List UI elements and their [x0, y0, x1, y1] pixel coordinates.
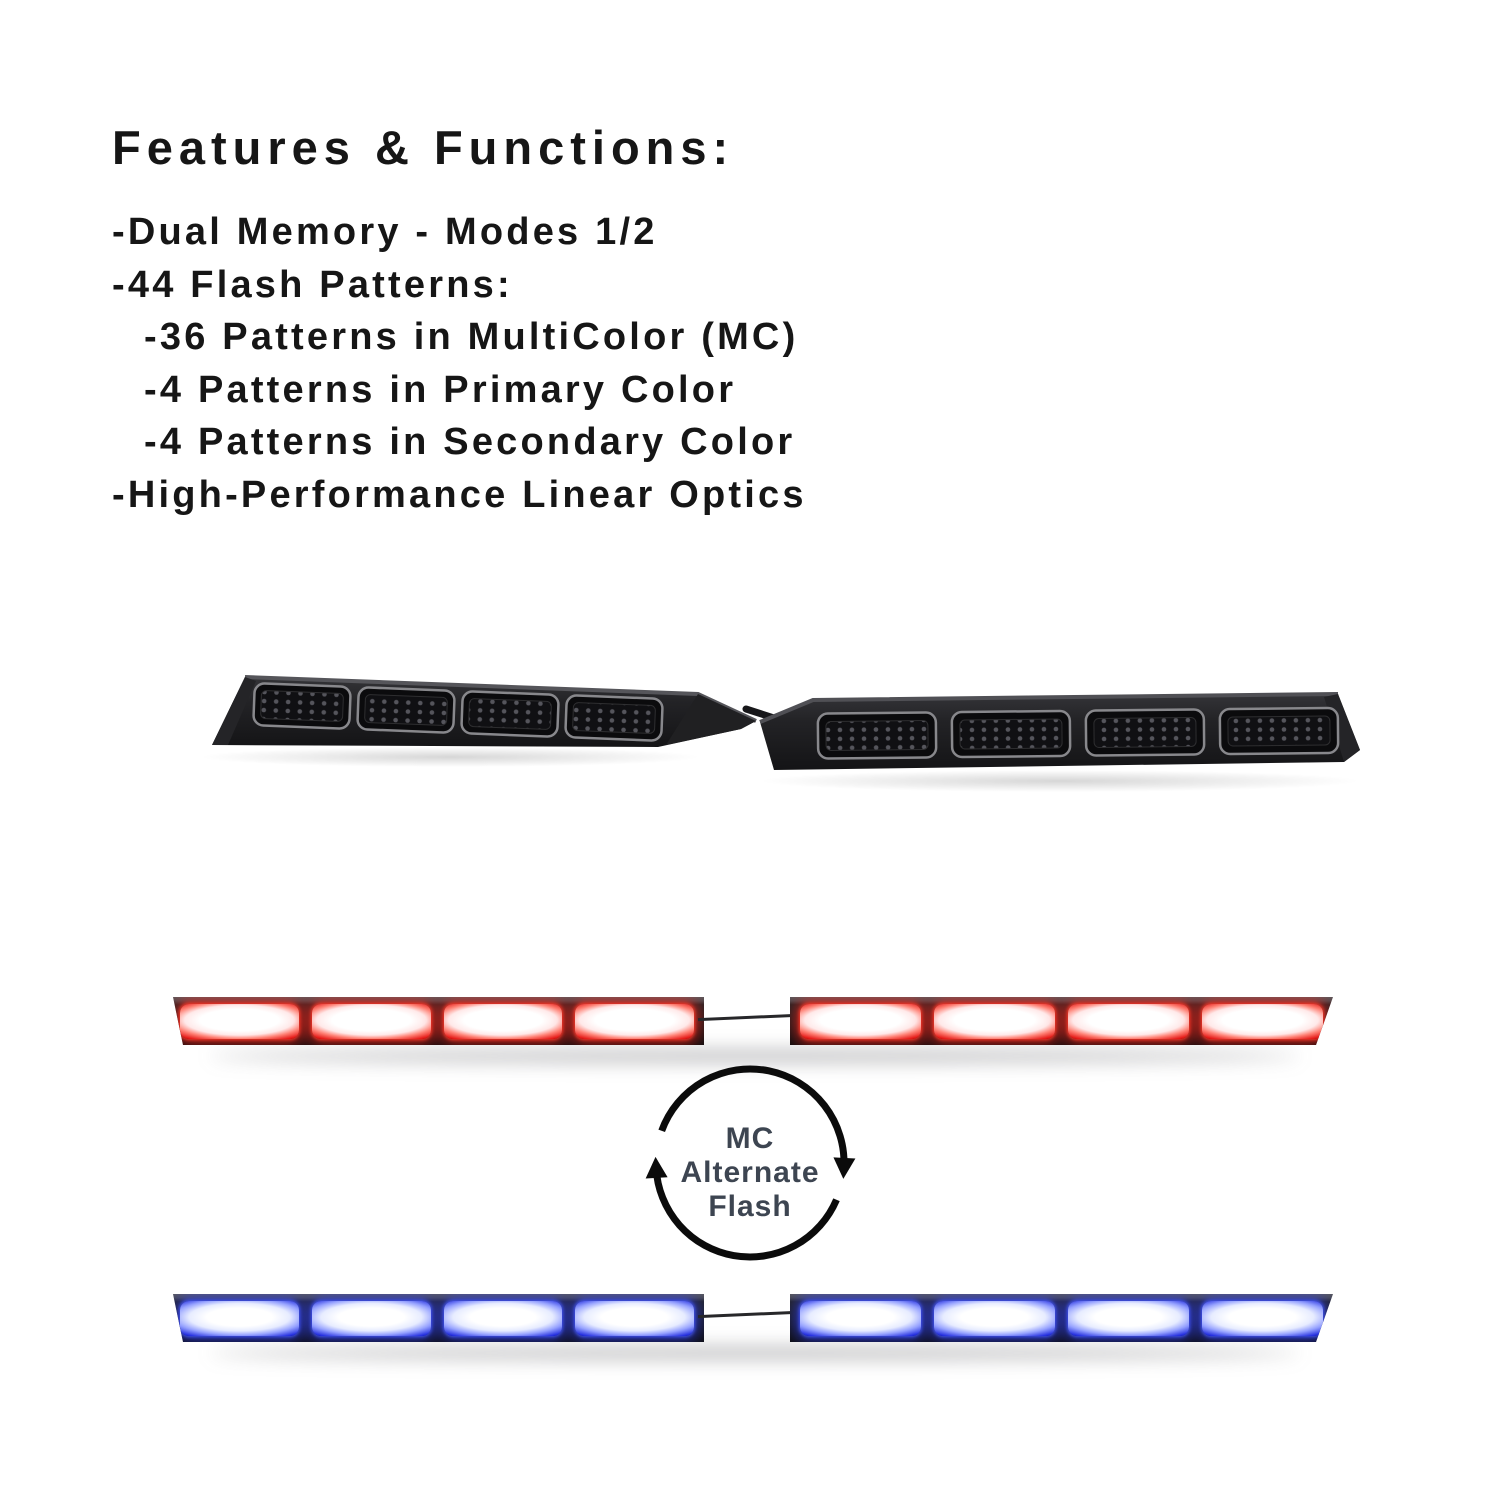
left-visor-unit	[212, 675, 757, 747]
blue-led-module	[800, 1301, 921, 1336]
blue-led-module	[180, 1301, 299, 1336]
unlit-led-module	[1218, 706, 1340, 756]
page-title: Features & Functions:	[112, 121, 735, 174]
blue-lightbar	[170, 1294, 1333, 1342]
unlit-led-module	[564, 694, 664, 742]
red-led-module	[1202, 1004, 1323, 1039]
blue-led-module	[443, 1301, 563, 1336]
diagram-label: MC Alternate Flash	[680, 1122, 819, 1223]
blue-led-module	[575, 1301, 694, 1336]
blue-bar-shadow	[210, 1347, 1300, 1359]
unlit-led-module	[356, 686, 456, 734]
blue-led-module	[311, 1301, 431, 1336]
blue-lightbar-left-segment	[173, 1294, 704, 1342]
unlit-led-module	[1084, 708, 1206, 757]
connector-wire	[697, 1310, 797, 1319]
features-list: -Dual Memory - Modes 1/2 -44 Flash Patte…	[112, 206, 807, 521]
blue-led-module	[934, 1301, 1055, 1336]
red-lightbar-left-segment	[173, 997, 704, 1045]
red-led-module	[934, 1004, 1055, 1039]
feature-item: -36 Patterns in MultiColor (MC)	[144, 316, 799, 358]
blue-led-module	[1068, 1301, 1189, 1336]
unlit-led-module	[460, 690, 560, 738]
diagram-label-line: Alternate	[680, 1156, 819, 1189]
unlit-led-module	[252, 682, 352, 730]
red-led-module	[311, 1004, 431, 1039]
product-photo	[200, 675, 1360, 792]
right-unit-shadow	[760, 770, 1360, 792]
feature-item: -Dual Memory - Modes 1/2	[112, 211, 658, 253]
diagram-label-line: Flash	[708, 1190, 791, 1223]
left-unit-shadow	[200, 747, 700, 767]
unlit-led-module	[816, 711, 938, 760]
red-led-module	[1068, 1004, 1189, 1039]
right-visor-unit	[759, 692, 1360, 770]
feature-item: -44 Flash Patterns:	[112, 263, 513, 306]
red-led-module	[180, 1004, 299, 1039]
blue-lightbar-right-segment	[790, 1294, 1333, 1342]
blue-led-module	[1202, 1301, 1323, 1336]
connector-wire	[697, 1013, 797, 1022]
cycle-arrows-icon	[645, 1065, 856, 1261]
red-led-module	[443, 1004, 563, 1039]
feature-item: -4 Patterns in Secondary Color	[144, 421, 796, 463]
unlit-led-module	[950, 709, 1072, 759]
red-lightbar	[170, 997, 1333, 1045]
red-lightbar-right-segment	[790, 997, 1333, 1045]
feature-item: -High-Performance Linear Optics	[112, 473, 807, 516]
feature-item: -4 Patterns in Primary Color	[144, 368, 737, 411]
diagram-label-line: MC	[726, 1122, 775, 1155]
red-led-module	[575, 1004, 694, 1039]
alternate-flash-diagram: MC Alternate Flash	[645, 1065, 856, 1261]
red-bar-shadow	[210, 1050, 1300, 1062]
red-led-module	[800, 1004, 921, 1039]
